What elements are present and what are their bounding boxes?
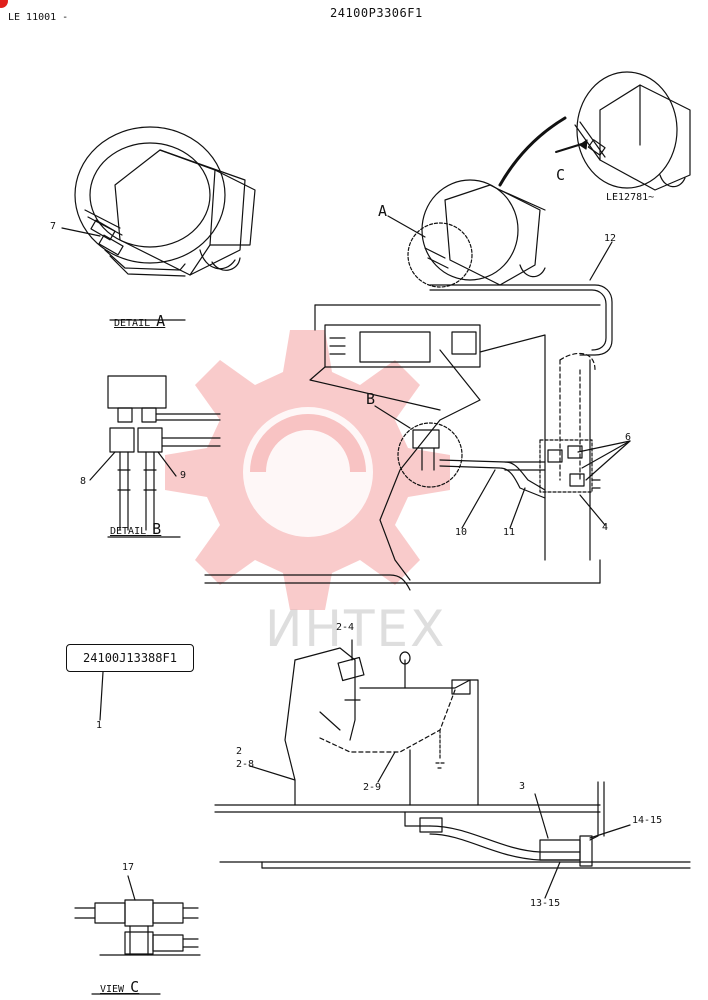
watermark-text: ИНТЕХ <box>265 600 447 658</box>
label-8: 8 <box>80 476 87 487</box>
detail-a-drawing <box>61 126 256 321</box>
detail-b-title: DETAIL B <box>110 520 162 538</box>
label-11: 11 <box>503 527 516 538</box>
view-c-drawing <box>74 875 201 995</box>
main-upper-assembly <box>204 179 631 591</box>
callout-a: A <box>378 202 388 220</box>
serial-note: LE12781~ <box>606 192 655 203</box>
callout-c: C <box>556 166 566 184</box>
drawing-number: 24100P3306F1 <box>330 6 423 20</box>
label-13-15: 13-15 <box>530 898 561 909</box>
label-17: 17 <box>122 862 135 873</box>
label-2-8: 2-8 <box>236 759 255 770</box>
label-6: 6 <box>625 432 632 443</box>
view-c-title: VIEW C <box>100 978 140 996</box>
callout-b: B <box>366 390 376 408</box>
label-1: 1 <box>96 720 103 731</box>
part-number-box: 24100J13388F1 <box>66 644 194 672</box>
label-9: 9 <box>180 470 187 481</box>
label-2-9: 2-9 <box>363 782 382 793</box>
lower-tank-assembly <box>99 639 691 899</box>
label-7: 7 <box>50 221 57 232</box>
label-12: 12 <box>604 233 617 244</box>
inset-c-drawing <box>498 71 691 191</box>
header-left-code: LE 11001 - <box>8 12 69 23</box>
detail-b-drawing <box>89 375 221 538</box>
label-4: 4 <box>602 522 609 533</box>
label-10: 10 <box>455 527 468 538</box>
label-3: 3 <box>519 781 526 792</box>
label-2-4: 2-4 <box>336 622 355 633</box>
detail-a-title: DETAIL A <box>114 312 166 330</box>
label-14-15: 14-15 <box>632 815 663 826</box>
label-2: 2 <box>236 746 243 757</box>
corner-mark <box>0 0 8 8</box>
